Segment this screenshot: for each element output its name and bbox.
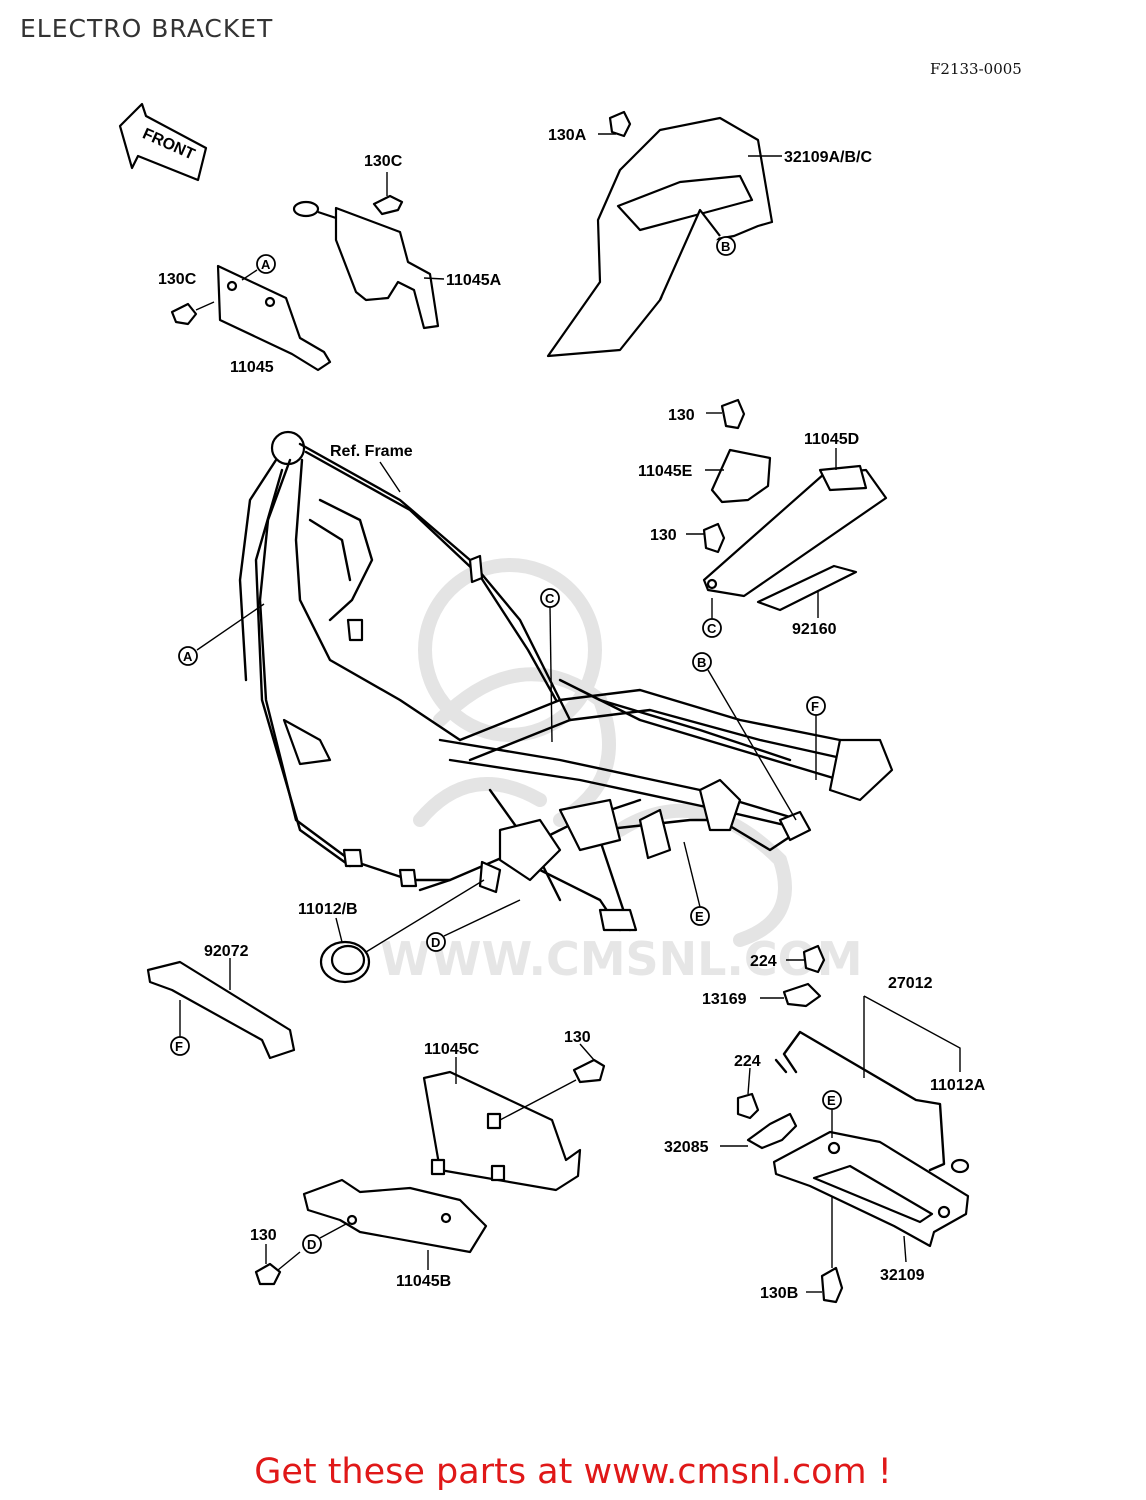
cover-32109abc — [546, 116, 774, 358]
ref-mark-f-strap: F — [175, 1039, 183, 1054]
tape-92160 — [756, 564, 858, 612]
ref-frame-label: Ref. Frame — [330, 443, 413, 460]
part-label-32109: 32109 — [880, 1267, 925, 1284]
grommet-11012b — [319, 940, 371, 984]
part-label-130c-top: 130C — [364, 153, 403, 170]
wire-27012 — [774, 1030, 970, 1174]
part-label-92072: 92072 — [204, 943, 249, 960]
page-title: ELECTRO BRACKET — [20, 14, 274, 43]
clamp-32085 — [746, 1112, 798, 1150]
part-label-130-top: 130 — [668, 407, 695, 424]
clamp-13169 — [782, 982, 822, 1008]
tray-32109 — [772, 1130, 970, 1248]
bolt-130c-left — [170, 301, 215, 326]
part-label-130-lower: 130 — [564, 1029, 591, 1046]
part-label-11045: 11045 — [230, 359, 274, 376]
watermark-logo: WWW.CMSNL.COM — [380, 558, 863, 986]
ref-mark-f-frame: F — [811, 699, 819, 714]
ref-mark-e-frame: E — [695, 909, 704, 924]
part-label-11012b: 11012/B — [298, 901, 358, 918]
part-label-130b: 130B — [760, 1285, 798, 1302]
part-label-11045c: 11045C — [424, 1041, 480, 1058]
ref-mark-b-frame: B — [697, 655, 706, 670]
ref-mark-c-right: C — [707, 621, 717, 636]
bolt-130-lower — [572, 1058, 606, 1084]
part-label-130-mid: 130 — [650, 527, 677, 544]
part-label-11045b: 11045B — [396, 1273, 451, 1290]
front-arrow: FRONT — [118, 102, 208, 182]
part-label-13169: 13169 — [702, 991, 747, 1008]
part-label-32109abc: 32109A/B/C — [784, 149, 872, 166]
ref-mark-d-frame: D — [431, 935, 440, 950]
bolt-130a — [608, 110, 632, 138]
part-label-27012: 27012 — [888, 975, 933, 992]
footer-shop-link[interactable]: Get these parts at www.cmsnl.com ! — [254, 1452, 892, 1492]
part-label-11045e: 11045E — [638, 463, 693, 480]
bolt-224-lower — [736, 1092, 760, 1120]
bolt-130b — [820, 1266, 844, 1304]
bracket-11045e — [710, 448, 772, 504]
bolt-130-mid — [702, 522, 726, 554]
part-label-32085: 32085 — [664, 1139, 709, 1156]
diagram-code: F2133-0005 — [930, 60, 1022, 78]
part-label-224-top: 224 — [750, 953, 777, 970]
ref-mark-e-tray: E — [827, 1093, 836, 1108]
bolt-130c-top — [372, 194, 404, 216]
part-label-130-bottom: 130 — [250, 1227, 277, 1244]
part-label-130c-left: 130C — [158, 271, 197, 288]
bracket-11045a — [292, 200, 440, 330]
bolt-224-top — [802, 944, 826, 974]
ref-mark-a-frame: A — [183, 649, 193, 664]
exploded-parts-drawing: WWW.CMSNL.COM FRONT 130C 11045A 11045 — [118, 102, 986, 1304]
bolt-130-top — [720, 398, 746, 430]
part-label-92160: 92160 — [792, 621, 837, 638]
watermark-text: WWW.CMSNL.COM — [380, 932, 863, 986]
part-label-224-lower: 224 — [734, 1053, 761, 1070]
ref-mark-d-bracket: D — [307, 1237, 316, 1252]
part-label-11012a: 11012A — [930, 1077, 986, 1094]
part-label-11045a: 11045A — [446, 272, 502, 289]
ref-mark-b-top: B — [721, 239, 730, 254]
motorcycle-frame — [238, 430, 894, 932]
bracket-11045 — [216, 264, 332, 372]
bracket-11045b — [302, 1178, 488, 1254]
part-label-11045d: 11045D — [804, 431, 859, 448]
ref-mark-a-top: A — [261, 257, 271, 272]
bolt-130-bottom — [254, 1262, 282, 1286]
strap-92072 — [146, 960, 296, 1060]
part-label-130a: 130A — [548, 127, 587, 144]
bracket-11045d — [702, 464, 888, 598]
panel-11045c — [422, 1070, 582, 1192]
ref-mark-c-frame: C — [545, 591, 555, 606]
